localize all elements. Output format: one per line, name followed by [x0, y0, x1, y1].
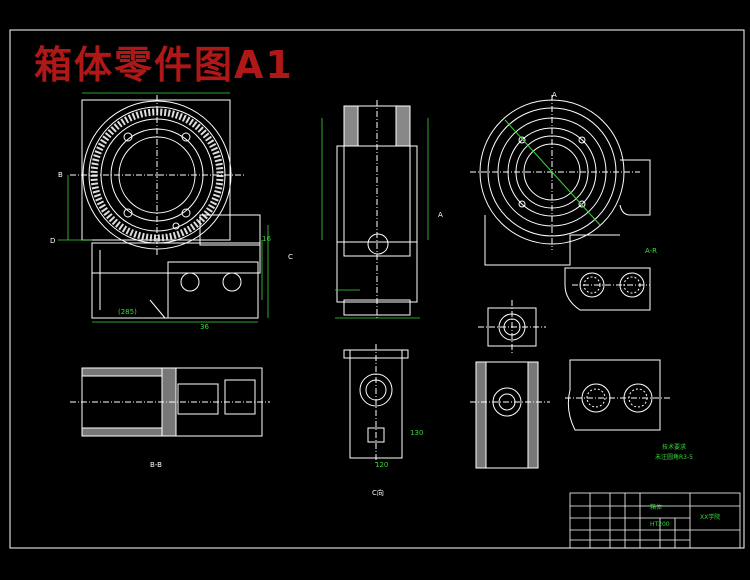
- side-view-dims: [321, 118, 429, 319]
- section-b-label: B-B: [150, 461, 162, 469]
- view-c: [343, 344, 409, 465]
- dim-120: 120: [375, 461, 389, 469]
- drawing-border: [9, 29, 745, 549]
- front-view: [70, 95, 261, 319]
- dim-130: 130: [410, 429, 424, 437]
- section-right-2: [565, 359, 670, 431]
- dim-16: 16: [262, 235, 271, 243]
- title-block-school: XX学院: [700, 514, 721, 521]
- view-d-marker: D: [50, 237, 56, 245]
- title-block-part-name: 箱体: [650, 504, 663, 511]
- dim-36: 36: [200, 323, 209, 331]
- drawing-title: 箱体零件图A1: [34, 43, 294, 87]
- view-b-marker: B: [58, 171, 63, 179]
- label-a-r: A-R: [645, 247, 658, 255]
- title-block: [569, 492, 741, 549]
- side-view: [336, 100, 418, 320]
- section-right-1: [470, 361, 550, 469]
- view-c-marker: C: [288, 253, 293, 261]
- front-view-dims: [58, 92, 269, 323]
- section-b-b: [70, 367, 270, 437]
- view-a-marker: A: [438, 211, 443, 219]
- dim-285: (285): [118, 308, 137, 316]
- view-c-label: C向: [372, 489, 384, 497]
- view-a-r-marker: A: [552, 91, 557, 99]
- top-view: [470, 95, 651, 266]
- tech-note-2: 未注圆角R3-5: [655, 454, 693, 461]
- small-hole-view: [478, 300, 546, 355]
- right-detail: [564, 267, 651, 311]
- tech-note-1: 技术要求: [662, 444, 687, 451]
- title-block-material: HT200: [650, 521, 670, 528]
